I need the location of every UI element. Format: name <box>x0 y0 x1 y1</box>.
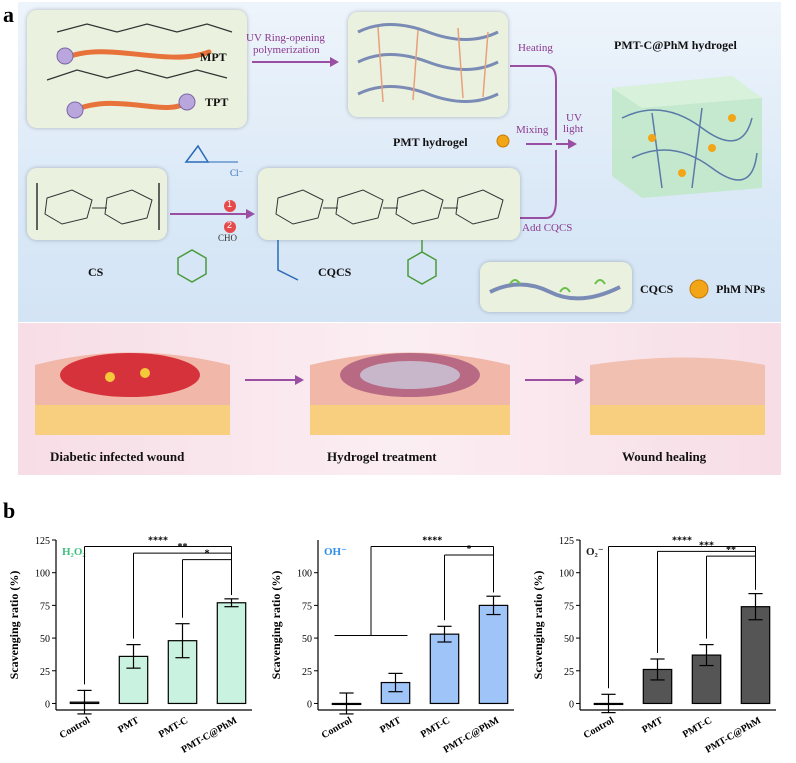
y-tick-label: 0 <box>569 699 574 710</box>
y-axis-label: Scavenging ratio (%) <box>269 571 283 680</box>
legend-cqcs-label: CQCS <box>640 282 674 296</box>
y-tick-label: 25 <box>564 667 574 678</box>
y-tick-label: 25 <box>40 667 50 678</box>
y-tick-label: 75 <box>564 601 574 612</box>
y-tick-label: 125 <box>559 536 574 547</box>
x-tick-label: Control <box>582 715 616 741</box>
x-tick-label: PMT <box>640 715 665 736</box>
x-tick-label: PMT <box>116 715 141 736</box>
significance-label: ** <box>178 542 188 553</box>
pmt-c-phm-hydrogel-cube <box>612 76 762 198</box>
significance-label: **** <box>672 536 692 547</box>
y-tick-label: 100 <box>35 569 50 580</box>
monomer-mpt-label: MPT <box>200 50 227 64</box>
bar <box>429 633 460 705</box>
cs-structure-drawing <box>36 183 160 230</box>
add-cqcs-label: Add CQCS <box>522 222 573 234</box>
significance-label: **** <box>148 536 168 547</box>
bar <box>478 604 509 705</box>
y-axis-label: Scavenging ratio (%) <box>7 571 21 680</box>
y-tick-label: 0 <box>307 699 312 710</box>
monomer-structures <box>46 23 233 119</box>
cqcs-label: CQCS <box>318 265 352 279</box>
x-tick-label: Control <box>320 715 354 741</box>
x-tick-label: PMT-C <box>681 715 714 740</box>
x-tick-label: PMT-C@PhM <box>180 715 240 756</box>
x-tick-label: PMT-C <box>419 715 452 740</box>
healed-wound-illustration <box>590 357 765 435</box>
final-hydrogel-title: PMT-C@PhM hydrogel <box>614 38 737 52</box>
cqcs-side-groups <box>277 240 437 285</box>
uv-polymerization-label-1: UV Ring-opening <box>246 32 325 44</box>
legend-phm-nanoparticle-icon <box>689 279 709 299</box>
significance-label: * <box>205 549 210 560</box>
wound-stage-1-label: Diabetic infected wound <box>50 449 185 464</box>
chart-title: H₂O₂ <box>62 546 86 558</box>
bar <box>216 602 247 705</box>
reagent-arrow <box>170 144 255 283</box>
chart-title: O₂⁻ <box>586 546 604 558</box>
pmt-hydrogel-label: PMT hydrogel <box>393 135 468 149</box>
y-tick-label: 25 <box>302 667 312 678</box>
pmt-network-illustration <box>357 23 499 103</box>
uv-polymerization-arrow <box>252 57 339 67</box>
mixing-label: Mixing <box>516 124 549 136</box>
uv-polymerization-label-2: polymerization <box>253 44 320 56</box>
y-tick-label: 100 <box>559 569 574 580</box>
significance-label: * <box>467 544 472 555</box>
wound-stage-3-label: Wound healing <box>622 449 707 464</box>
cqcs-structure-box <box>258 168 520 240</box>
step-2-label: 2 <box>227 220 233 230</box>
monomer-tpt-label: TPT <box>205 95 229 109</box>
x-tick-label: PMT-C@PhM <box>704 715 764 756</box>
wound-stage-2-label: Hydrogel treatment <box>327 449 437 464</box>
x-tick-label: PMT <box>378 715 403 736</box>
uv-light-label-2: light <box>563 123 584 135</box>
diabetic-wound-illustration <box>35 352 230 435</box>
y-tick-label: 0 <box>45 699 50 710</box>
x-tick-label: PMT-C <box>157 715 190 740</box>
bar <box>740 606 771 705</box>
panel-b-letter: b <box>3 498 16 523</box>
cs-structure-box <box>27 168 167 240</box>
cho-group-label: CHO <box>218 233 238 243</box>
significance-label: ** <box>726 545 736 556</box>
x-tick-label: PMT-C@PhM <box>442 715 502 756</box>
significance-label: *** <box>699 540 714 551</box>
step-1-label: 1 <box>227 199 233 209</box>
x-tick-label: Control <box>58 715 92 741</box>
phm-nanoparticle-icon <box>496 134 510 148</box>
legend-phm-label: PhM NPs <box>716 282 765 296</box>
y-axis-label: Scavenging ratio (%) <box>531 571 545 680</box>
cqcs-structure-drawing <box>275 189 504 225</box>
heating-label: Heating <box>518 42 553 54</box>
chloride-label: Cl⁻ <box>230 168 244 178</box>
chart-title: OH⁻ <box>324 546 347 558</box>
y-tick-label: 125 <box>35 536 50 547</box>
y-tick-label: 50 <box>40 634 50 645</box>
cqcs-chain-icon <box>489 279 621 301</box>
y-tick-label: 50 <box>564 634 574 645</box>
merge-arrows <box>510 65 577 219</box>
wound-healing-illustrations <box>35 352 765 435</box>
y-tick-label: 75 <box>40 601 50 612</box>
uv-light-label-1: UV <box>566 112 582 124</box>
hydrogel-treatment-illustration <box>310 352 510 435</box>
cs-label: CS <box>88 265 104 279</box>
y-tick-label: 50 <box>302 634 312 645</box>
y-tick-label: 75 <box>302 601 312 612</box>
significance-label: **** <box>422 536 442 547</box>
panel-a-letter: a <box>3 2 14 27</box>
y-tick-label: 100 <box>297 569 312 580</box>
